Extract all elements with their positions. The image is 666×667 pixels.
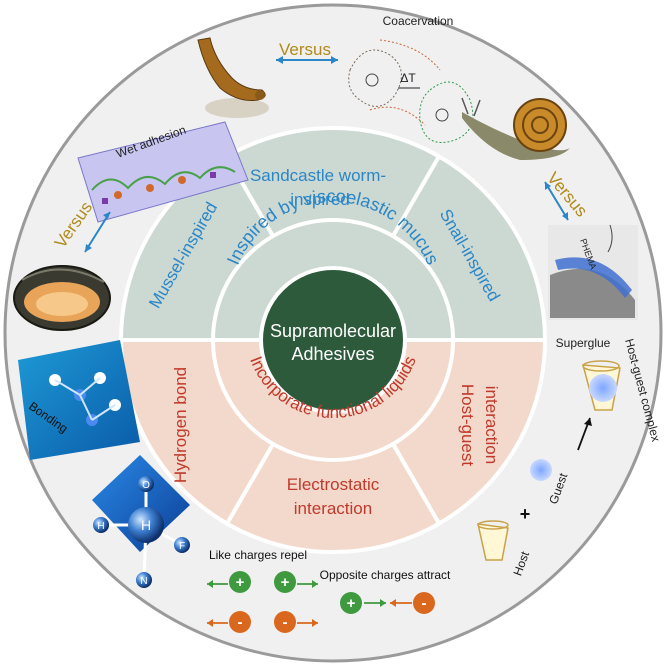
sandcastle-worm-illustration [197, 37, 269, 118]
label-sandcastle-line1: Sandcastle worm- [250, 166, 386, 185]
arrowhead-right-green2-icon [380, 599, 386, 607]
atom-n-label: N [140, 576, 147, 587]
arrowhead-right-orange-icon [312, 619, 318, 627]
label-sandcastle-line2: inspired [290, 190, 350, 209]
coacervation-label: Coacervation [383, 14, 454, 28]
center-title-line1: Supramolecular [270, 321, 396, 341]
arrowhead-left-orange2-icon [390, 599, 396, 607]
plus-sign: + [520, 504, 531, 524]
delta-t-label: ΔT [400, 71, 416, 85]
positive-charge-symbol: + [347, 595, 356, 612]
label-hostguest-line2: interaction [482, 386, 501, 464]
versus-arrow-left [84, 211, 111, 253]
wet-adhesion-illustration [77, 121, 249, 223]
host-ring-icon [477, 520, 509, 561]
mussel-illustration [13, 265, 111, 331]
negative-charge-symbol: - [283, 614, 288, 631]
positive-charge-icon [274, 571, 296, 593]
bonding-illustration [18, 340, 140, 460]
negative-charge-symbol: - [422, 595, 427, 612]
positive-charge-icon [229, 571, 251, 593]
versus-top: Versus [279, 40, 331, 59]
snail-illustration [461, 97, 570, 160]
center-title-line2: Adhesives [291, 344, 374, 364]
arrowhead-upright2-icon [103, 212, 110, 219]
atom-h-center-label: H [141, 517, 151, 533]
label-hostguest-line1: Host-guest [458, 384, 477, 466]
negative-charge-icon [229, 611, 251, 633]
positive-charge-icon [340, 592, 362, 614]
guest-sphere-icon [530, 459, 552, 481]
center-circle [259, 266, 407, 414]
label-hydrogen-bond: Hydrogen bond [171, 367, 190, 483]
versus-arrow-right [544, 181, 569, 221]
negative-charge-icon [413, 592, 435, 614]
phema-illustration [548, 224, 638, 320]
arrowhead-downleft-icon [85, 244, 92, 252]
arrowhead-down-icon [562, 212, 568, 220]
atom-o-label: O [142, 480, 150, 491]
arrowhead-left-green-icon [207, 580, 213, 588]
hydrogen-bond-molecule-illustration [92, 455, 190, 588]
label-electrostatic-line2: interaction [294, 499, 372, 518]
negative-charge-symbol: - [238, 614, 243, 631]
arrowhead-left-orange-icon [207, 619, 213, 627]
superglue-label: Superglue [556, 336, 611, 350]
arrowhead-upright-icon [584, 418, 592, 426]
atom-h-left-label: H [97, 521, 104, 532]
negative-charge-icon [274, 611, 296, 633]
arrowhead-right-green-icon [312, 580, 318, 588]
arrowhead-left-icon [276, 56, 283, 64]
host-guest-complex-illustration [582, 360, 621, 411]
opposite-charges-label: Opposite charges attract [320, 568, 451, 582]
coacervation-illustration [348, 39, 474, 143]
arrowhead-right-icon [331, 56, 338, 64]
atom-f-label: F [179, 541, 185, 552]
like-charges-label: Like charges repel [209, 548, 307, 562]
positive-charge-symbol: + [236, 574, 245, 591]
positive-charge-symbol: + [281, 574, 290, 591]
label-electrostatic-line1: Electrostatic [287, 475, 380, 494]
arrowhead-up-icon [545, 182, 551, 190]
